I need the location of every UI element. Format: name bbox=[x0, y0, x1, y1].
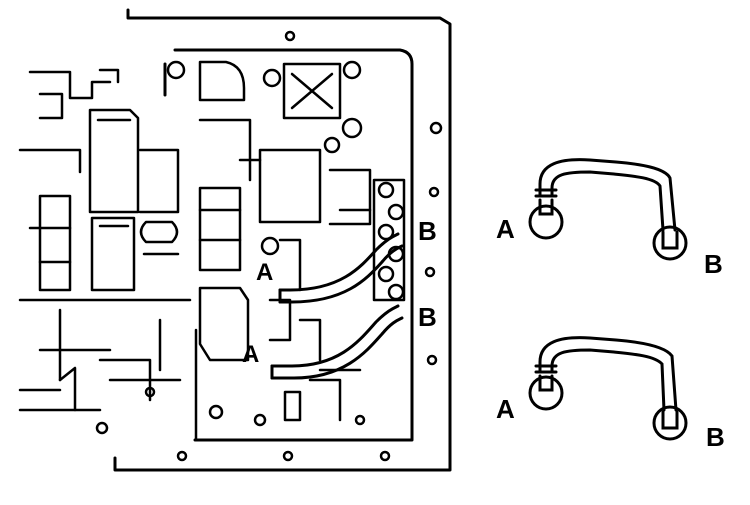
installed-pipe-upper bbox=[278, 232, 404, 304]
label-detail-upper-end-b: B bbox=[704, 249, 723, 279]
case-outline bbox=[113, 8, 452, 472]
detail-tube-upper bbox=[528, 158, 688, 261]
label-upper-pipe-end-b: B bbox=[418, 216, 437, 246]
label-lower-pipe-end-b: B bbox=[418, 302, 437, 332]
label-detail-lower-end-a: A bbox=[496, 394, 515, 424]
label-detail-lower-end-b: B bbox=[706, 422, 725, 452]
case-bolt-holes bbox=[176, 30, 443, 462]
detail-tube-lower bbox=[528, 336, 688, 441]
label-detail-upper-end-a: A bbox=[496, 214, 515, 244]
valve-body-center bbox=[166, 60, 372, 427]
installed-pipe-lower bbox=[270, 304, 404, 380]
label-upper-pipe-end-a: A bbox=[256, 259, 273, 286]
label-lower-pipe-end-a: A bbox=[242, 341, 259, 368]
valve-body-left bbox=[18, 68, 198, 442]
